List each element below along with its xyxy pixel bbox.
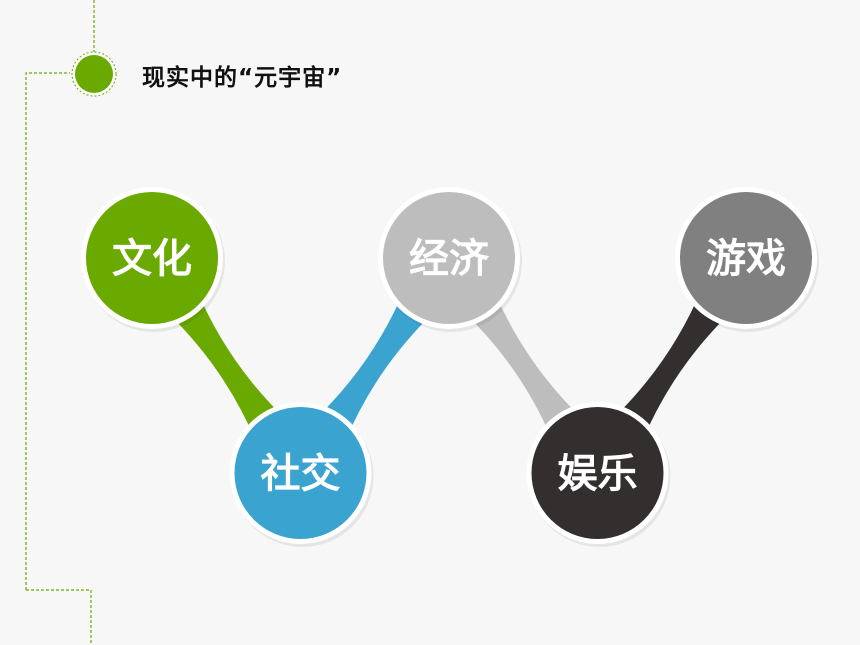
title-bullet-icon (71, 51, 117, 97)
page-title: 现实中的“元宇宙” (142, 65, 343, 91)
connector-culture-social (164, 288, 288, 443)
node-entertainment: 娱乐 (526, 402, 671, 547)
frame-line-bottom (26, 589, 92, 645)
node-economy-label: 经济 (409, 236, 490, 282)
node-economy-circle (383, 192, 515, 324)
node-culture: 文化 (81, 187, 225, 332)
node-economy: 经济 (378, 187, 522, 332)
connector-social-economy (313, 288, 437, 443)
node-game-circle (680, 192, 812, 324)
node-game-label: 游戏 (706, 236, 786, 282)
node-entertainment-circle (531, 407, 664, 539)
connectors (164, 288, 734, 443)
node-game: 游戏 (675, 187, 819, 332)
connector-entertainment-game (610, 288, 734, 443)
dashed-frame (25, 0, 95, 645)
node-social: 社交 (229, 402, 374, 547)
connector-economy-entertainment (461, 288, 585, 443)
node-social-circle (234, 407, 367, 539)
node-culture-circle (86, 192, 218, 324)
node-social-label: 社交 (261, 451, 341, 497)
frame-line-left (25, 72, 70, 590)
node-entertainment-label: 娱乐 (558, 451, 638, 497)
node-culture-label: 文化 (112, 236, 192, 282)
